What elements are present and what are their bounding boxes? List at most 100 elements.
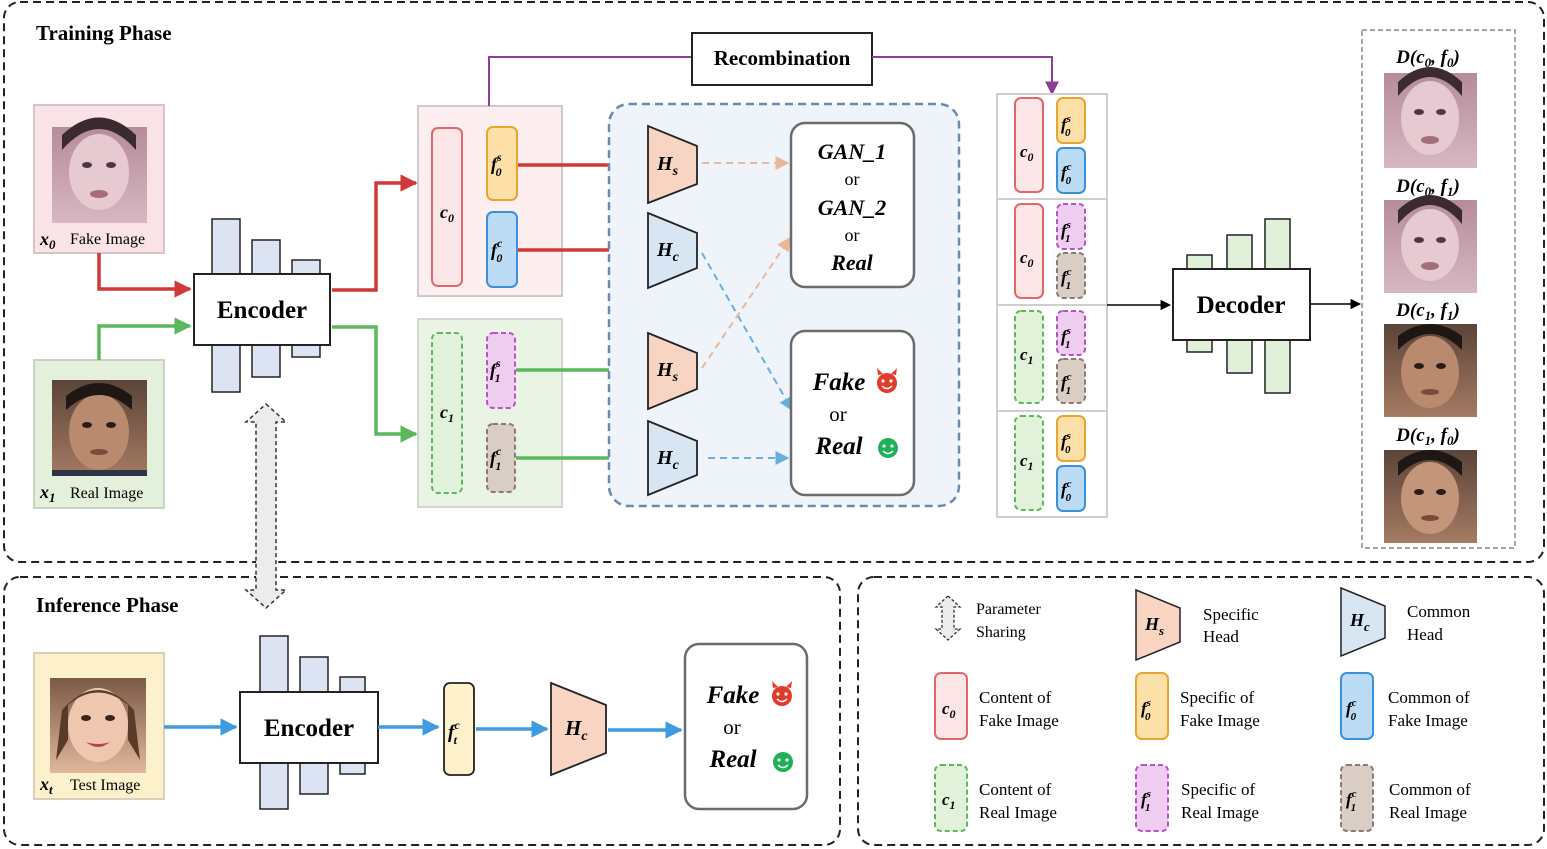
- test-input-var: xt: [39, 774, 53, 797]
- real-input-label: Real Image: [70, 485, 143, 502]
- parameter-sharing-arrow: [244, 402, 288, 610]
- test-face-image: [50, 678, 146, 773]
- svg-text:or: or: [845, 169, 860, 189]
- svg-text:fc0: fc0: [1061, 478, 1072, 504]
- encoder-to-fake-features-arrow: [332, 174, 418, 292]
- svg-text:Fake Image: Fake Image: [1180, 711, 1260, 730]
- encoder-inference-label: Encoder: [264, 715, 354, 742]
- svg-text:Content of: Content of: [979, 688, 1052, 707]
- svg-text:Sharing: Sharing: [976, 624, 1026, 641]
- devil-emoji-icon: [877, 368, 897, 393]
- svg-text:fc1: fc1: [1061, 266, 1072, 292]
- svg-text:Content of: Content of: [979, 780, 1052, 799]
- recon-face-image: [1384, 67, 1477, 168]
- svg-text:Specific: Specific: [1203, 605, 1259, 624]
- svg-text:GAN_2: GAN_2: [818, 195, 886, 220]
- svg-text:c0: c0: [1020, 142, 1034, 164]
- outputs-panel: [1361, 29, 1516, 549]
- training-phase-title: Training Phase: [36, 21, 172, 45]
- svg-text:Parameter: Parameter: [976, 601, 1042, 618]
- svg-text:fc1: fc1: [490, 444, 502, 473]
- svg-text:fc0: fc0: [491, 236, 503, 265]
- legend-content-c1: c1 Content of Real Image: [934, 764, 1057, 832]
- output-d-c0-f0: D(c0, f0): [1384, 47, 1477, 168]
- svg-text:fs0: fs0: [491, 150, 502, 179]
- test-image-input: xt Test Image: [33, 652, 165, 800]
- smile-emoji-icon: [773, 752, 793, 772]
- svg-text:D(c0, f0): D(c0, f0): [1395, 47, 1460, 70]
- svg-text:Head: Head: [1203, 627, 1239, 646]
- svg-text:Hs: Hs: [656, 153, 679, 179]
- recombined-features-stack: [996, 93, 1108, 518]
- svg-text:Common: Common: [1407, 602, 1471, 621]
- svg-text:Real: Real: [708, 746, 756, 773]
- real-input-var: x1: [39, 482, 56, 505]
- recombination-arrow-out: [872, 56, 1059, 96]
- svg-text:fc0: fc0: [1346, 697, 1357, 723]
- output-d-c1-f0: D(c1, f0): [1384, 425, 1477, 543]
- svg-text:Specific of: Specific of: [1181, 780, 1255, 799]
- decoder: Decoder: [1172, 218, 1311, 394]
- svg-text:Head: Head: [1407, 625, 1443, 644]
- legend-parameter-sharing: Parameter Sharing: [934, 595, 1042, 641]
- training-phase-panel: [3, 1, 1545, 563]
- svg-text:D(c1, f1): D(c1, f1): [1395, 300, 1460, 323]
- hs-real-to-gan-arrow: [701, 236, 791, 369]
- svg-text:Real: Real: [814, 433, 862, 460]
- svg-text:Real Image: Real Image: [1181, 803, 1259, 822]
- recombination-box: Recombination: [691, 32, 873, 86]
- specific-head-fake: Hs: [647, 124, 698, 205]
- real-input-arrow: [97, 317, 192, 360]
- svg-text:fs1: fs1: [1061, 325, 1071, 351]
- decoder-label: Decoder: [1197, 292, 1286, 319]
- svg-text:Fake Image: Fake Image: [979, 711, 1059, 730]
- svg-text:fs0: fs0: [1141, 697, 1151, 723]
- svg-text:Hc: Hc: [656, 447, 680, 473]
- gan-classifier-box: GAN_1 or GAN_2 or Real: [789, 121, 916, 289]
- svg-text:c1: c1: [1020, 345, 1034, 367]
- output-d-c1-f1: D(c1, f1): [1384, 300, 1477, 417]
- encoder-inference: Encoder: [239, 635, 379, 810]
- recombination-line-in: [488, 56, 692, 106]
- devil-emoji-icon: [772, 681, 792, 706]
- svg-text:Hc: Hc: [1349, 610, 1370, 634]
- content-c0-block: c0: [431, 127, 463, 287]
- svg-text:or: or: [829, 402, 847, 426]
- svg-text:c1: c1: [1020, 451, 1034, 473]
- svg-text:c1: c1: [942, 790, 956, 812]
- svg-text:fc1: fc1: [1346, 788, 1357, 814]
- svg-text:fs1: fs1: [1061, 219, 1071, 245]
- fake-image-input: x0 Fake Image: [33, 104, 165, 254]
- svg-text:Real: Real: [830, 250, 873, 275]
- encoder-to-real-features-arrow: [332, 325, 418, 443]
- recon-face-image: [1384, 450, 1477, 543]
- fake-input-arrow: [97, 253, 192, 298]
- svg-text:Real Image: Real Image: [1389, 803, 1467, 822]
- svg-text:or: or: [845, 225, 860, 245]
- svg-text:Hc: Hc: [656, 239, 680, 265]
- svg-text:Fake: Fake: [706, 682, 760, 709]
- content-c1-block: c1: [431, 332, 463, 494]
- common-head-inference: Hc: [550, 681, 607, 777]
- svg-text:Recombination: Recombination: [714, 46, 851, 70]
- legend-specific-head: Hs Specific Head: [1135, 588, 1259, 662]
- svg-text:Hs: Hs: [1144, 614, 1164, 638]
- legend-common-head: Hc Common Head: [1340, 586, 1471, 658]
- svg-text:Specific of: Specific of: [1180, 688, 1254, 707]
- fake-face-image: [52, 117, 147, 223]
- svg-text:fs0: fs0: [1061, 430, 1071, 456]
- svg-text:GAN_1: GAN_1: [818, 139, 886, 164]
- encoder-label: Encoder: [217, 297, 307, 324]
- inference-phase-title: Inference Phase: [36, 593, 179, 617]
- svg-text:Real Image: Real Image: [979, 803, 1057, 822]
- smile-emoji-icon: [878, 438, 898, 458]
